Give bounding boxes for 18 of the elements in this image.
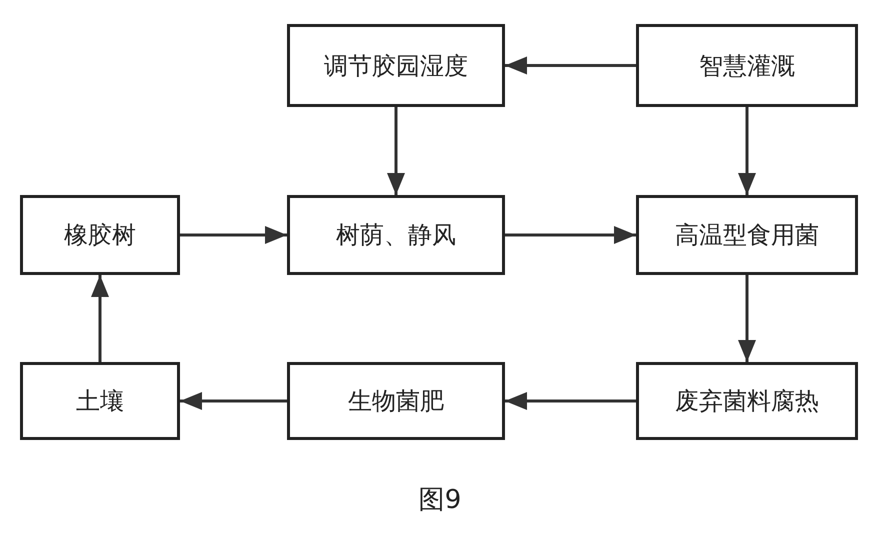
arrow (387, 107, 405, 195)
process-box: 树荫、静风 (287, 195, 505, 275)
arrow (180, 226, 287, 244)
arrow (505, 56, 636, 74)
arrow (738, 107, 756, 195)
arrow (505, 226, 636, 244)
process-box: 橡胶树 (20, 195, 180, 275)
figure-caption: 图9 (418, 485, 462, 515)
process-box: 废弃菌料腐热 (636, 362, 858, 440)
process-box: 生物菌肥 (287, 362, 505, 440)
arrow (180, 392, 287, 410)
process-box: 调节胶园湿度 (287, 24, 505, 107)
arrow (91, 275, 109, 362)
arrow (738, 275, 756, 362)
process-box: 土壤 (20, 362, 180, 440)
arrow (505, 392, 636, 410)
process-box: 智慧灌溉 (636, 24, 858, 107)
process-box: 高温型食用菌 (636, 195, 858, 275)
